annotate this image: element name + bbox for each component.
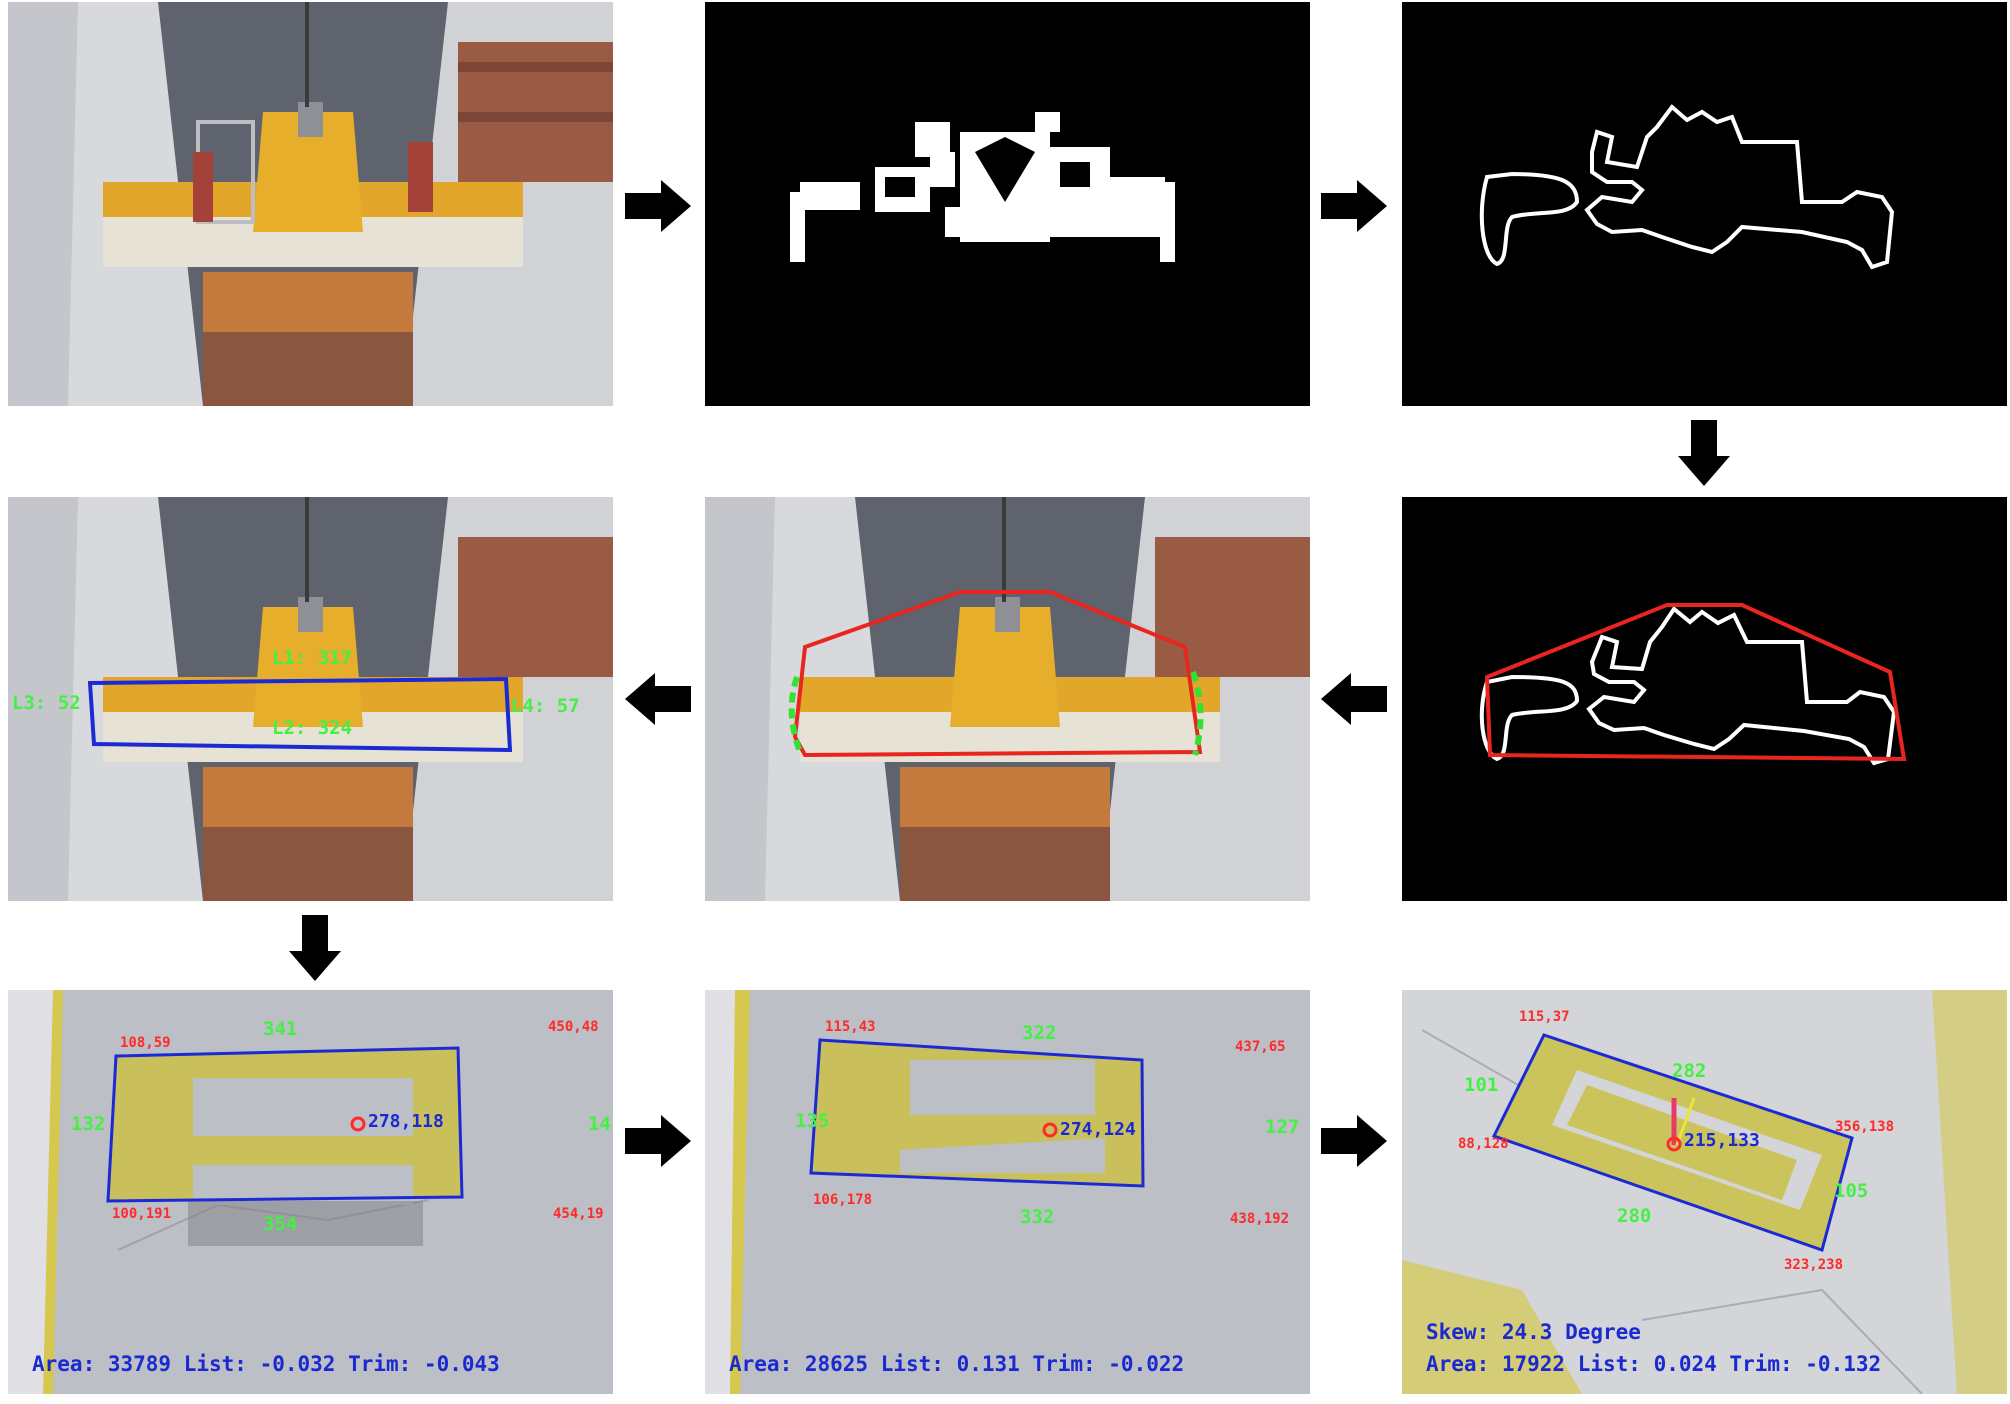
corner-bottom-right: 438,192 xyxy=(1230,1211,1290,1227)
corner-bottom: 323,238 xyxy=(1784,1257,1844,1273)
corner-left: 88,128 xyxy=(1458,1136,1509,1152)
dim-left: 135 xyxy=(795,1110,830,1132)
panel-minimum-bounding-box: L1: 317 L2: 324 L3: 52 L4: 57 xyxy=(8,497,613,901)
arrow-left-icon xyxy=(1321,673,1387,729)
label-l1: L1: 317 xyxy=(272,647,353,669)
arrow-right-icon xyxy=(1321,180,1387,236)
dim-bottom: 354 xyxy=(263,1213,298,1235)
metrics-text: Area: 28625 List: 0.131 Trim: -0.022 xyxy=(729,1352,1185,1376)
dim-top: 341 xyxy=(263,1018,298,1040)
corner-bottom-left: 106,178 xyxy=(813,1192,873,1208)
center-point-label: 215,133 xyxy=(1684,1130,1760,1151)
corner-right: 356,138 xyxy=(1835,1119,1895,1135)
arrow-right-icon xyxy=(625,1115,691,1171)
arrow-down-icon xyxy=(289,915,341,985)
dim-right: 127 xyxy=(1265,1116,1300,1138)
panel-convex-hull-overlay xyxy=(705,497,1310,901)
corner-top: 115,37 xyxy=(1519,1009,1570,1025)
metrics-text: Area: 33789 List: -0.032 Trim: -0.043 xyxy=(32,1352,500,1376)
label-l2: L2: 324 xyxy=(272,717,353,739)
skew-text: Skew: 24.3 Degree xyxy=(1426,1320,1641,1344)
arrow-right-icon xyxy=(1321,1115,1387,1171)
panel-measurement-level: 341 132 14 354 108,59 450,48 100,191 454… xyxy=(8,990,613,1394)
panel-convex-hull xyxy=(1402,497,2007,901)
corner-top-left: 115,43 xyxy=(825,1019,876,1035)
dim-top: 322 xyxy=(1022,1022,1057,1044)
arrow-left-icon xyxy=(625,673,691,729)
center-point-label: 278,118 xyxy=(368,1111,444,1132)
dim-right: 105 xyxy=(1834,1180,1869,1202)
dim-right: 14 xyxy=(588,1113,611,1135)
corner-top-right: 437,65 xyxy=(1235,1039,1286,1055)
dim-left: 132 xyxy=(71,1113,106,1135)
center-point-label: 274,124 xyxy=(1060,1119,1136,1140)
dim-top: 282 xyxy=(1672,1060,1707,1082)
panel-contour xyxy=(1402,2,2007,406)
corner-bottom-left: 100,191 xyxy=(112,1206,172,1222)
label-l4: L4: 57 xyxy=(511,695,580,717)
panel-measurement-skew: 282 101 105 280 115,37 88,128 356,138 32… xyxy=(1402,990,2007,1394)
arrow-down-icon xyxy=(1678,420,1730,490)
corner-top-right: 450,48 xyxy=(548,1019,599,1035)
panel-original-photo xyxy=(8,2,613,406)
corner-bottom-right: 454,19 xyxy=(553,1206,604,1222)
dim-left: 101 xyxy=(1464,1074,1499,1096)
dim-bottom: 332 xyxy=(1020,1206,1055,1228)
arrow-right-icon xyxy=(625,180,691,236)
panel-binary-threshold xyxy=(705,2,1310,406)
corner-top-left: 108,59 xyxy=(120,1035,171,1051)
dim-bottom: 280 xyxy=(1617,1205,1652,1227)
panel-measurement-list: 322 135 127 332 115,43 437,65 106,178 43… xyxy=(705,990,1310,1394)
metrics-text: Area: 17922 List: 0.024 Trim: -0.132 xyxy=(1426,1352,1882,1376)
label-l3: L3: 52 xyxy=(12,692,81,714)
